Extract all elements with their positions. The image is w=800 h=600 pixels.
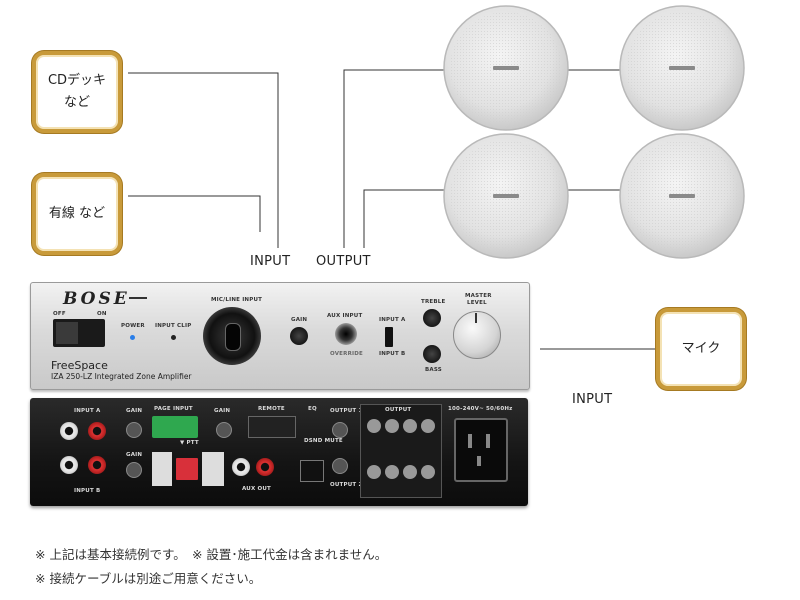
output-terminal-label: OUTPUT [385,407,412,413]
output2-trim-label: OUTPUT 2 TRIM [330,482,381,488]
dip-info-panel-2 [202,452,224,486]
treble-label: TREBLE [421,299,446,305]
rca-input-b-white-icon[interactable] [60,456,78,474]
input-label-left: INPUT [250,254,291,269]
rear-gain-page-knob[interactable] [216,422,232,438]
output2-trim-knob[interactable] [332,458,348,474]
master-level-knob[interactable] [453,311,501,359]
rear-input-a-label: INPUT A [74,408,101,414]
speakers [443,5,745,259]
power-spec-label: 100-240V~ 50/60Hz [448,406,513,412]
gain-label: GAIN [291,317,308,323]
rca-input-b-red-icon[interactable] [88,456,106,474]
mic-box: マイク [656,308,746,390]
aux-out-white-icon[interactable] [232,458,250,476]
bose-logo: BOSE [63,289,130,309]
line-cd-to-input [128,72,279,248]
bass-label: BASS [425,367,442,373]
aux-out-label: AUX OUT [242,486,272,492]
model-name: IZA 250-LZ Integrated Zone Amplifier [51,372,192,381]
eq-label: EQ [308,406,317,412]
remote-label: REMOTE [258,406,285,412]
input-a-label: INPUT A [379,317,406,323]
dip-switch-block[interactable] [176,458,198,480]
output-label: OUTPUT [316,254,371,269]
rear-gain-page-label: GAIN [214,408,231,414]
rear-gain-b-label: GAIN [126,452,143,458]
master-knob-indicator [475,313,477,323]
rear-input-b-label: INPUT B [74,488,101,494]
aux-jack-icon[interactable] [335,323,357,345]
treble-knob[interactable] [423,309,441,327]
yusen-box: 有線 など [32,173,122,255]
speaker-bottom-right [619,133,745,259]
line-yusen-to-input [128,195,261,232]
page-input-terminal[interactable] [152,416,198,438]
logo-underline [129,297,147,299]
line-output-to-bottom-speakers [363,189,446,248]
page-input-label: PAGE INPUT [154,406,193,412]
output1-trim-knob[interactable] [332,422,348,438]
rear-gain-b-knob[interactable] [126,462,142,478]
output1-trim-label: OUTPUT 1 TRIM [330,408,381,414]
input-b-label: INPUT B [379,351,406,357]
on-label: ON [97,311,107,317]
aux-out-red-icon[interactable] [256,458,274,476]
remote-terminal[interactable] [248,416,296,438]
input-clip-label: INPUT CLIP [155,323,192,329]
xlr-combo-jack-icon[interactable] [203,307,261,365]
mic-line-input-label: MIC/LINE INPUT [211,297,263,303]
power-switch[interactable] [53,319,105,347]
dip-info-panel [152,452,172,486]
rear-gain-a-knob[interactable] [126,422,142,438]
master-level-label: MASTER [465,293,492,299]
override-label: OVERRIDE [330,351,363,357]
mic-label: マイク [681,341,721,356]
input-label-right: INPUT [572,392,613,407]
amp-front-panel: BOSE OFF ON POWER INPUT CLIP MIC/LINE IN… [30,282,530,390]
speaker-output-terminal-block[interactable]: OUTPUT [360,404,442,498]
gain-knob[interactable] [290,327,308,345]
master-level-label-2: LEVEL [467,300,487,306]
note-line-2: ※ 接続ケーブルは別途ご用意ください。 [35,571,262,586]
speaker-bottom-left [443,133,569,259]
input-select-switch[interactable] [385,327,393,347]
clip-led-icon [171,335,176,340]
cd-deck-sub-label: など [63,95,90,110]
dsnd-mute-label: DSND MUTE [304,438,343,444]
bass-knob[interactable] [423,345,441,363]
mute-terminal[interactable] [300,460,324,482]
rca-input-a-white-icon[interactable] [60,422,78,440]
iec-power-inlet-icon[interactable] [454,418,508,482]
aux-input-label: AUX INPUT [327,313,363,319]
power-label: POWER [121,323,145,329]
cd-deck-label: CDデッキ [47,73,107,88]
speaker-top-left [443,5,569,131]
line-output-to-top-speakers [343,69,446,248]
cd-deck-box: CDデッキ など [32,51,122,133]
off-label: OFF [53,311,66,317]
rear-gain-a-label: GAIN [126,408,143,414]
yusen-label: 有線 など [48,206,106,221]
rca-input-a-red-icon[interactable] [88,422,106,440]
amp-rear-panel: INPUT A INPUT B GAIN GAIN PAGE INPUT ▼ P… [30,398,528,506]
note-line-1: ※ 上記は基本接続例です。 ※ 設置･施工代金は含まれません。 [35,547,388,562]
ptt-label: ▼ PTT [180,440,199,446]
speaker-top-right [619,5,745,131]
power-led-icon [130,335,135,340]
product-name: FreeSpace [51,359,108,372]
